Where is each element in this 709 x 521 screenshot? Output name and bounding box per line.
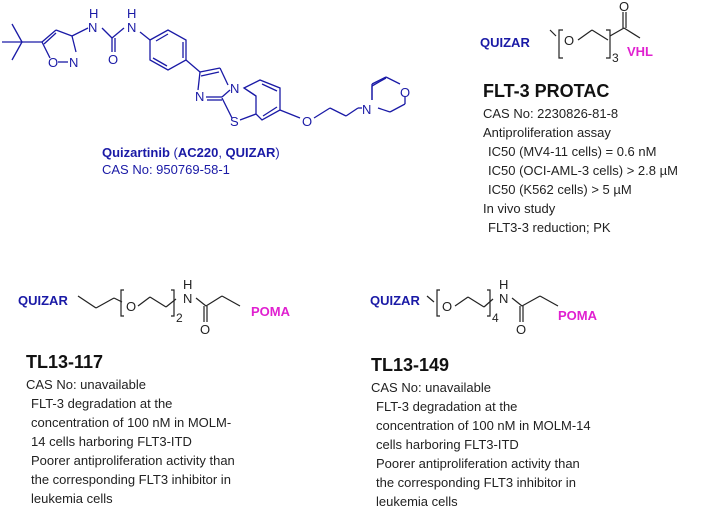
cas-number: CAS No: unavailable [371, 380, 491, 395]
quizar-group-label: QUIZAR [18, 293, 68, 308]
cas-number: CAS No: unavailable [26, 377, 146, 392]
description-line: the corresponding FLT3 inhibitor in [31, 472, 231, 487]
description-line: Poorer antiproliferation activity than [31, 453, 235, 468]
in-vivo-result: FLT3-3 reduction; PK [488, 220, 611, 235]
atom-h: H [183, 277, 192, 292]
quizar-group-label: QUIZAR [370, 293, 420, 308]
quizartinib-name-line: Quizartinib (AC220, QUIZAR) [102, 144, 280, 161]
linker-bonds: O 2 H N O [77, 277, 241, 337]
description-line: FLT-3 degradation at the [376, 399, 518, 414]
atom-n: N [183, 291, 192, 306]
description-line: concentration of 100 nM in MOLM-14 [376, 418, 591, 433]
poma-ligand-label: POMA [251, 304, 290, 319]
atom-n: N [195, 89, 204, 104]
description-line: FLT-3 degradation at the [31, 396, 173, 411]
poma-ligand-label: POMA [558, 308, 597, 323]
paren-close: ) [275, 145, 280, 160]
atom-h: H [127, 6, 136, 21]
tl13-149-structure: QUIZAR O 4 H N O POMA [360, 270, 700, 337]
description-line: leukemia cells [31, 491, 113, 506]
atom-h: H [89, 6, 98, 21]
atom-o: O [126, 299, 136, 314]
tl13-149-info: TL13-149 CAS No: unavailable FLT-3 degra… [371, 355, 591, 511]
vhl-ligand-label: VHL [627, 44, 653, 59]
in-vivo-heading: In vivo study [483, 201, 556, 216]
atom-o: O [400, 85, 410, 100]
atom-o: O [516, 322, 526, 337]
compound-name: Quizartinib [102, 145, 170, 160]
atom-n: N [127, 20, 136, 35]
cas-number: CAS No: 2230826-81-8 [483, 106, 619, 121]
flt3-protac-structure: QUIZAR O 3 O VHL [470, 0, 700, 70]
ic50-oci-aml-3: IC50 (OCI-AML-3 cells) > 2.8 µM [488, 163, 678, 178]
paren-open: ( [169, 145, 178, 160]
atom-o: O [619, 0, 629, 14]
repeat-count: 2 [176, 311, 183, 325]
tl13-117-structure: QUIZAR O 2 H N O POMA [0, 270, 330, 337]
atom-n: N [362, 102, 371, 117]
atom-o: O [48, 55, 58, 70]
repeat-count: 3 [612, 51, 619, 65]
flt3-protac-info: FLT-3 PROTAC CAS No: 2230826-81-8 Antipr… [483, 81, 678, 237]
assay-heading: Antiproliferation assay [483, 125, 611, 140]
quizartinib-cas: CAS No: 950769-58-1 [102, 162, 230, 177]
description-line: concentration of 100 nM in MOLM- [31, 415, 232, 430]
tl13-117-info: TL13-117 CAS No: unavailable FLT-3 degra… [26, 352, 235, 508]
atom-o: O [302, 114, 312, 129]
repeat-count: 4 [492, 311, 499, 325]
flt3-protac-title: FLT-3 PROTAC [483, 81, 610, 101]
linker-bonds: O 4 H N O [426, 277, 559, 337]
description-line: the corresponding FLT3 inhibitor in [376, 475, 576, 490]
alias-quizar: QUIZAR [225, 145, 276, 160]
quizar-group-label: QUIZAR [480, 35, 530, 50]
linker-bonds: O 3 O [549, 0, 641, 65]
atom-n: N [499, 291, 508, 306]
description-line: Poorer antiproliferation activity than [376, 456, 580, 471]
quizartinib-label: Quizartinib (AC220, QUIZAR) CAS No: 9507… [102, 144, 280, 178]
atom-h: H [499, 277, 508, 292]
description-line: 14 cells harboring FLT3-ITD [31, 434, 192, 449]
atom-n: N [88, 20, 97, 35]
alias-sep: , [218, 145, 226, 160]
tl13-117-title: TL13-117 [26, 352, 104, 372]
atom-o: O [108, 52, 118, 67]
ic50-k562: IC50 (K562 cells) > 5 µM [488, 182, 632, 197]
ic50-mv4-11: IC50 (MV4-11 cells) = 0.6 nM [488, 144, 657, 159]
atom-s: S [230, 114, 239, 129]
atom-o: O [200, 322, 210, 337]
alias-ac220: AC220 [177, 145, 219, 160]
description-line: leukemia cells [376, 494, 458, 509]
description-line: cells harboring FLT3-ITD [376, 437, 519, 452]
atom-n: N [230, 81, 239, 96]
atom-o: O [564, 33, 574, 48]
atom-n: N [69, 55, 78, 70]
tl13-149-title: TL13-149 [371, 355, 450, 375]
atom-o: O [442, 299, 452, 314]
